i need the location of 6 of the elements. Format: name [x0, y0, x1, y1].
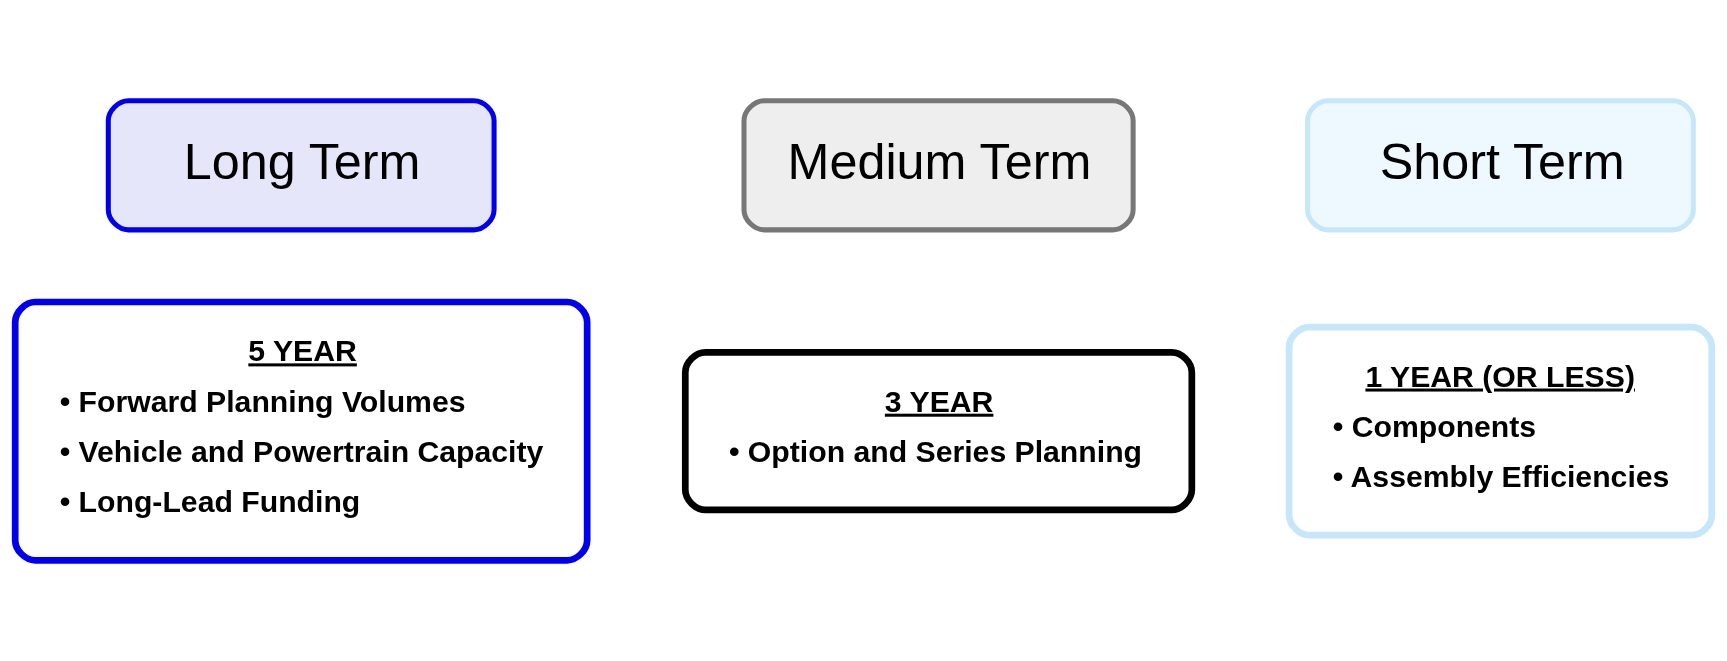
node-box: 5 YEAR • Forward Planning Volumes • Vehicle and Powertrain Capacity • Long-Lead Funding — [11, 298, 591, 564]
node-box: Medium Term — [741, 98, 1136, 233]
node-box: 1 YEAR (OR LESS) • Components • Assembly Efficiencies — [1285, 323, 1716, 539]
node-box: 3 YEAR • Option and Series Planning — [681, 348, 1196, 514]
node-box: Long Term — [105, 98, 497, 233]
node-box: Short Term — [1305, 98, 1696, 233]
